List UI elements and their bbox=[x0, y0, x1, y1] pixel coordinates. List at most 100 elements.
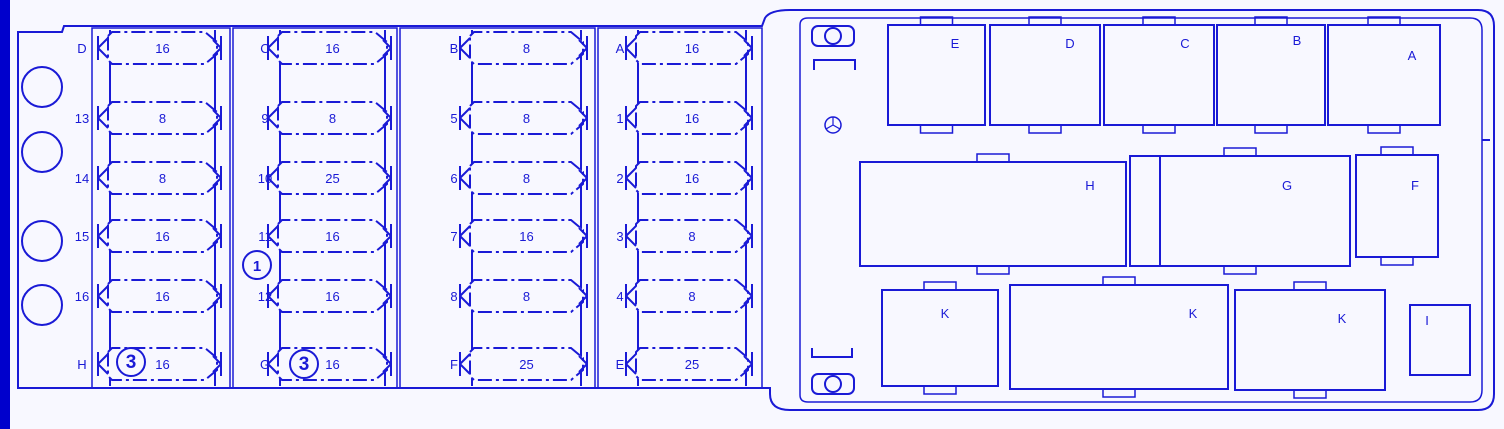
relay-label: K bbox=[941, 306, 950, 321]
fuse-position-label: E bbox=[616, 357, 625, 372]
relay-pin bbox=[919, 16, 954, 26]
connector-bottom bbox=[811, 373, 855, 395]
fuse-rating-label: 16 bbox=[325, 289, 339, 304]
fuse-terminal-left bbox=[459, 166, 471, 190]
fuse-position-label: F bbox=[450, 357, 458, 372]
relay-K: K bbox=[1009, 276, 1229, 398]
relay-pin bbox=[1293, 281, 1327, 291]
fuse-position-label: 11 bbox=[258, 229, 272, 244]
fuse-terminal-right bbox=[578, 284, 588, 308]
relay-pin bbox=[1223, 147, 1257, 157]
relay-pin bbox=[976, 265, 1010, 275]
clip-bottom bbox=[811, 348, 853, 358]
fuse-body bbox=[635, 347, 749, 381]
fuse-position-label: 6 bbox=[450, 171, 457, 186]
relay-pin bbox=[919, 124, 954, 134]
fuse-body bbox=[635, 219, 749, 253]
fuse-body bbox=[635, 101, 749, 135]
relay-D: D bbox=[989, 16, 1101, 134]
fuse-terminal-left bbox=[97, 284, 109, 308]
relay-pin bbox=[1367, 16, 1401, 26]
fuse-terminal-right bbox=[743, 166, 753, 190]
relay-label: H bbox=[1085, 178, 1094, 193]
relay-pin bbox=[1380, 256, 1414, 266]
relay-pin bbox=[923, 385, 957, 395]
fuse-rating-label: 25 bbox=[519, 357, 533, 372]
callout-number: 3 bbox=[299, 354, 310, 375]
fuse-terminal-left bbox=[97, 36, 109, 60]
fuse-body bbox=[469, 279, 584, 313]
fuse-terminal-left bbox=[625, 166, 637, 190]
fuse-body bbox=[469, 31, 584, 65]
relay-label: F bbox=[1411, 178, 1419, 193]
fuse-terminal-right bbox=[382, 284, 392, 308]
fuse-E: E 25 bbox=[616, 347, 753, 381]
relay-body bbox=[1327, 24, 1441, 126]
relay-label: B bbox=[1293, 33, 1302, 48]
fuse-position-label: 9 bbox=[261, 111, 268, 126]
mounting-hole bbox=[21, 66, 63, 108]
fuse-position-label: 5 bbox=[450, 111, 457, 126]
fuse-terminal-right bbox=[382, 106, 392, 130]
fuse-rating-label: 16 bbox=[155, 357, 169, 372]
relay-label: K bbox=[1189, 306, 1198, 321]
fuse-terminal-right bbox=[578, 224, 588, 248]
fuse-body bbox=[107, 161, 218, 195]
connector-top bbox=[811, 25, 855, 47]
fuse-rating-label: 8 bbox=[523, 289, 530, 304]
relay-E: E bbox=[887, 16, 986, 134]
relay-label: K bbox=[1338, 311, 1347, 326]
fuse-F: F 25 bbox=[450, 347, 588, 381]
fuse-rating-label: 25 bbox=[325, 171, 339, 186]
fuse-position-label: C bbox=[260, 41, 269, 56]
callout-circle bbox=[289, 349, 319, 379]
relay-pin bbox=[1293, 389, 1327, 399]
fuse-rating-label: 8 bbox=[329, 111, 336, 126]
fuse-rating-label: 16 bbox=[325, 41, 339, 56]
fuse-terminal-left bbox=[459, 224, 471, 248]
fuse-rating-label: 25 bbox=[685, 357, 699, 372]
fuse-rating-label: 8 bbox=[523, 41, 530, 56]
fuse-body bbox=[277, 31, 388, 65]
relay-body bbox=[1234, 289, 1386, 391]
fuse-terminal-left bbox=[625, 106, 637, 130]
fuse-terminal-right bbox=[743, 352, 753, 376]
fuse-11: 11 16 bbox=[258, 219, 392, 253]
fuse-terminal-left bbox=[267, 106, 279, 130]
fuse-terminal-right bbox=[743, 284, 753, 308]
fuse-terminal-right bbox=[212, 36, 222, 60]
fuse-terminal-left bbox=[625, 36, 637, 60]
relay-pin bbox=[1223, 265, 1257, 275]
fuse-rating-label: 16 bbox=[325, 229, 339, 244]
mercedes-star-lines bbox=[825, 117, 841, 130]
fuse-rating-label: 8 bbox=[523, 171, 530, 186]
fuse-terminal-right bbox=[743, 224, 753, 248]
fuse-terminal-left bbox=[97, 352, 109, 376]
fuse-body bbox=[635, 161, 749, 195]
fuse-terminal-right bbox=[212, 284, 222, 308]
fuse-terminal-left bbox=[459, 352, 471, 376]
fuse-terminal-left bbox=[97, 224, 109, 248]
fuse-position-label: 2 bbox=[616, 171, 623, 186]
fuse-body bbox=[277, 219, 388, 253]
mounting-hole bbox=[21, 284, 63, 326]
fuse-rating-label: 16 bbox=[155, 41, 169, 56]
fuse-terminal-right bbox=[382, 224, 392, 248]
fuse-body bbox=[635, 31, 749, 65]
fuse-position-label: 4 bbox=[616, 289, 623, 304]
relay-pin bbox=[1254, 16, 1288, 26]
relay-body bbox=[989, 24, 1101, 126]
fuse-position-label: A bbox=[616, 41, 625, 56]
relay-pin bbox=[1028, 124, 1062, 134]
fuse-body bbox=[107, 219, 218, 253]
